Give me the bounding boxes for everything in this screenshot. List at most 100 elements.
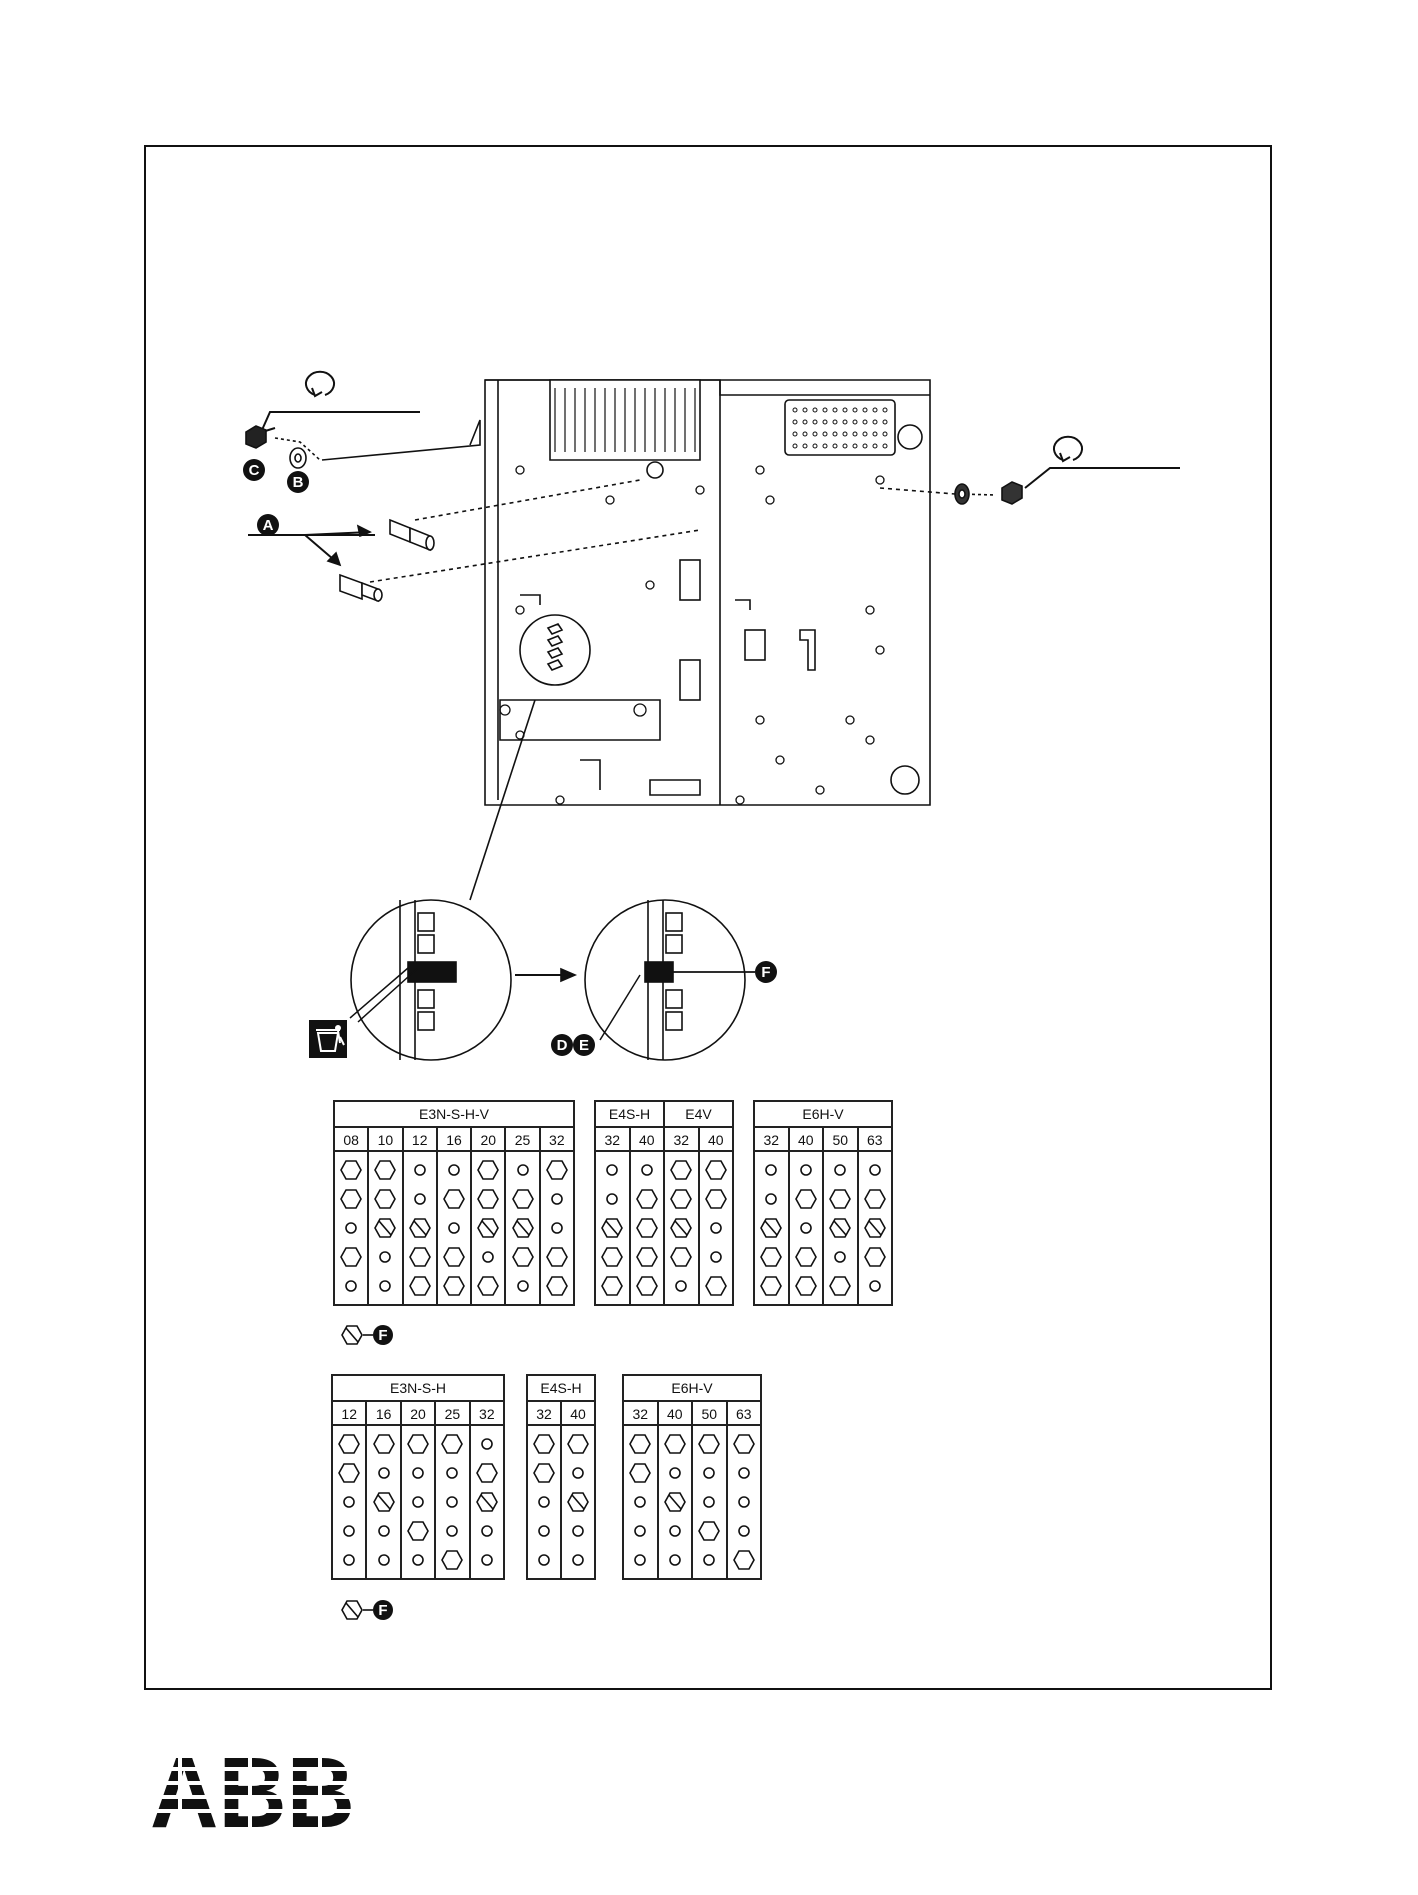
table-cell [441,1157,467,1183]
table-cell [475,1244,501,1270]
table-column: 40 [659,1402,694,1578]
small-hole-icon [531,1518,557,1544]
table-header: E6H-V [755,1102,891,1128]
table-cell [372,1186,398,1212]
table-cell [793,1273,819,1299]
hex-icon [668,1244,694,1270]
small-hole-icon [565,1518,591,1544]
table-cell [372,1273,398,1299]
hex-icon [405,1431,431,1457]
small-hole-icon [703,1244,729,1270]
config-table-e4s-h: E4S-H3240 [526,1374,596,1580]
hex-icon [371,1431,397,1457]
table-cell [407,1244,433,1270]
hex-crossed-icon [510,1215,536,1241]
hex-icon [405,1518,431,1544]
table-cell [862,1273,888,1299]
small-hole-icon [627,1489,653,1515]
table-cell [439,1431,465,1457]
small-hole-icon [634,1157,660,1183]
trash-icon [309,1020,347,1058]
table-cell [372,1244,398,1270]
table-cell [668,1273,694,1299]
column-rating-label: 25 [436,1402,468,1426]
small-hole-icon [565,1547,591,1573]
table-cell [338,1186,364,1212]
table-header: E3N-S-H [333,1376,503,1402]
small-hole-icon [510,1273,536,1299]
table-cell [793,1186,819,1212]
table-cell [441,1244,467,1270]
small-hole-icon [474,1518,500,1544]
table-cell [439,1518,465,1544]
assembly-diagram: C B A F D E [0,0,1418,1100]
svg-text:F: F [378,1327,387,1344]
table-column: 50 [693,1402,728,1578]
table-cell [565,1518,591,1544]
hex-crossed-icon [475,1215,501,1241]
table-cell [439,1460,465,1486]
hex-icon [703,1157,729,1183]
table-cell [405,1431,431,1457]
small-hole-icon [338,1215,364,1241]
small-hole-icon [731,1518,757,1544]
small-hole-icon [405,1489,431,1515]
callout-e: E [573,1034,595,1056]
table-column: 63 [859,1128,892,1304]
table-cell [475,1186,501,1212]
small-hole-icon [371,1460,397,1486]
hex-icon [475,1186,501,1212]
config-table-e3n-s-h-v: E3N-S-H-V08101216202532 [333,1100,575,1306]
table-cell [544,1186,570,1212]
table-cell [793,1215,819,1241]
hex-crossed-icon [371,1489,397,1515]
hex-icon [531,1460,557,1486]
table-cell [862,1157,888,1183]
column-rating-label: 32 [528,1402,560,1426]
table-cell [703,1186,729,1212]
table-column: 63 [728,1402,761,1578]
table-cell [371,1460,397,1486]
small-hole-icon [544,1215,570,1241]
small-hole-icon [662,1460,688,1486]
table-cell [531,1489,557,1515]
hex-icon [372,1157,398,1183]
table-cell [510,1186,536,1212]
table-cell [731,1460,757,1486]
column-rating-label: 32 [665,1128,698,1152]
table-cell [407,1215,433,1241]
small-hole-icon [827,1244,853,1270]
hex-icon [510,1244,536,1270]
column-rating-label: 16 [367,1402,399,1426]
hex-icon [338,1244,364,1270]
table-cell [474,1431,500,1457]
table-header-label: E3N-S-H [333,1376,503,1400]
detail-after [585,900,755,1060]
small-hole-icon [405,1460,431,1486]
washer-right [955,484,969,504]
table-cell [405,1489,431,1515]
table-cell [371,1518,397,1544]
column-rating-label: 20 [402,1402,434,1426]
table-cell [336,1489,362,1515]
hex-icon [627,1460,653,1486]
small-hole-icon [758,1186,784,1212]
table-cell [336,1547,362,1573]
table-column: 10 [369,1128,403,1304]
hex-crossed-icon [827,1215,853,1241]
small-hole-icon [441,1215,467,1241]
hex-icon [634,1186,660,1212]
small-hole-icon [405,1547,431,1573]
table-column: 32 [528,1402,562,1578]
table-cell [405,1518,431,1544]
hex-icon [599,1244,625,1270]
hex-icon [793,1273,819,1299]
small-hole-icon [531,1547,557,1573]
table-cell [862,1244,888,1270]
small-hole-icon [474,1547,500,1573]
hex-icon [627,1431,653,1457]
table-cell [827,1215,853,1241]
small-hole-icon [372,1244,398,1270]
table-cell [371,1489,397,1515]
